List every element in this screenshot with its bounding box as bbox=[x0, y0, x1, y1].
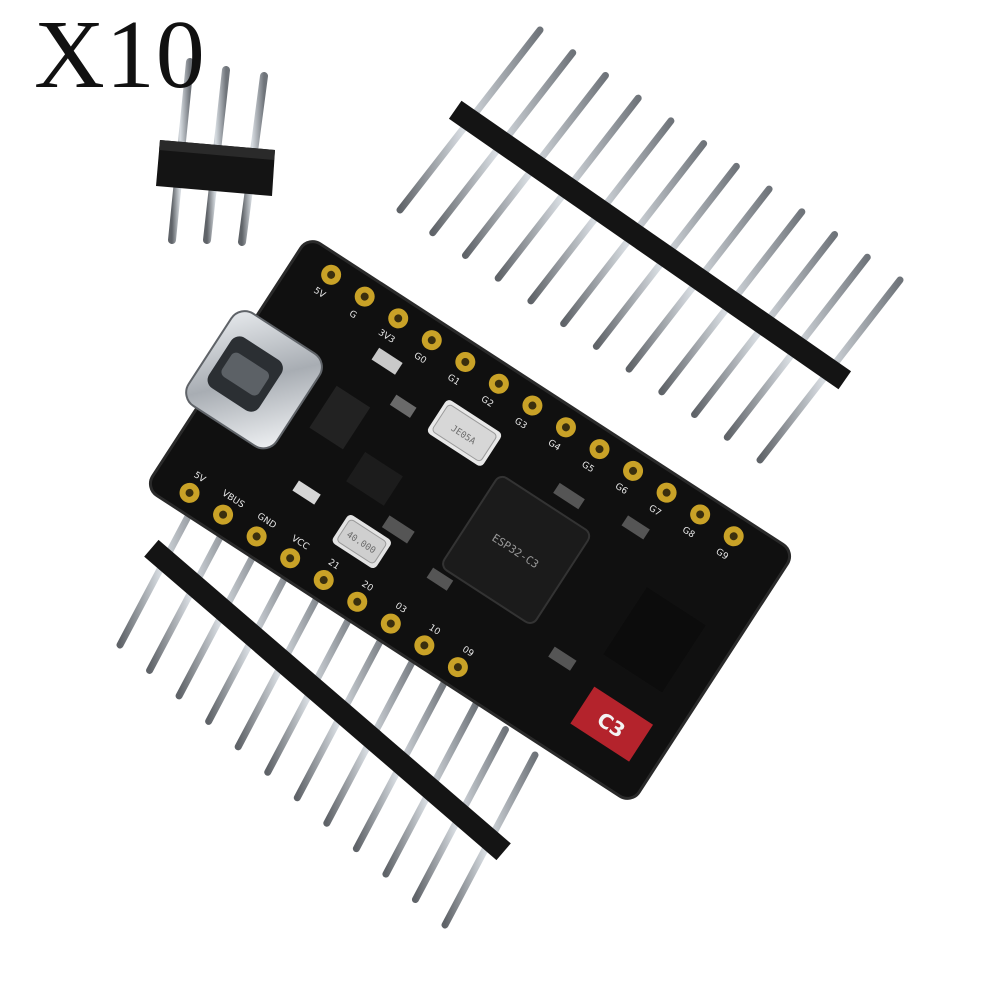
small-crystal: 40.000 bbox=[332, 515, 391, 569]
quantity-label: X10 bbox=[34, 1, 206, 109]
pads-top-row bbox=[321, 264, 744, 547]
pin-label-top: G bbox=[347, 309, 358, 321]
main-chip: ESP32-C3 bbox=[442, 475, 591, 624]
long-pin-header-top bbox=[396, 26, 904, 464]
small-pin-header bbox=[156, 58, 275, 246]
antenna-area: C3 bbox=[570, 587, 706, 762]
bottom-header-plastic bbox=[144, 539, 511, 861]
top-header-plastic bbox=[448, 100, 852, 390]
long-pin-header-bottom bbox=[116, 471, 539, 929]
crystal-oscillator: JE05A bbox=[427, 400, 502, 466]
usb-c-port bbox=[185, 310, 323, 450]
smd-components bbox=[292, 347, 650, 671]
esp32-c3-board: JE05A 40.000 ESP32-C3 C3 5VG3V3G0G1G2G3G… bbox=[148, 240, 792, 800]
pads-bottom-row bbox=[179, 482, 468, 678]
